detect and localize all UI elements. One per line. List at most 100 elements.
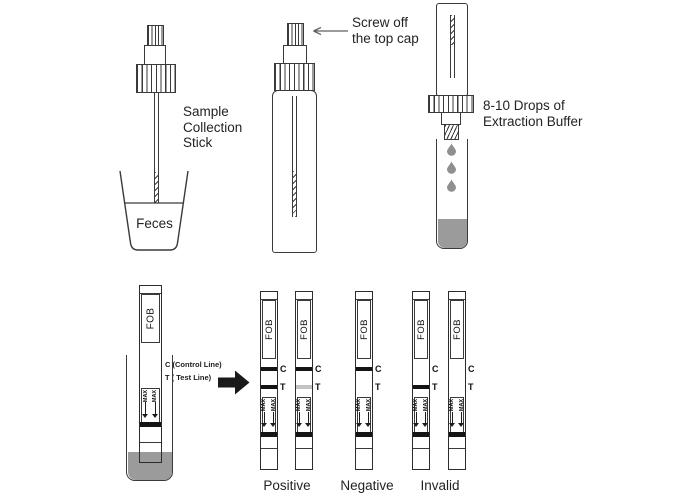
strip-top-cap <box>296 292 312 300</box>
test-line-letter: T <box>315 382 321 392</box>
max-marker: MAX <box>150 389 160 423</box>
test-line-band <box>296 384 312 389</box>
strip-brand-label: FOB <box>145 307 157 329</box>
strip-brand-window: FOB <box>414 299 428 359</box>
drop-icon <box>447 161 456 174</box>
caption-line: Extraction Buffer <box>483 113 583 129</box>
down-arrow-icon <box>141 402 150 417</box>
strip-divider <box>413 447 429 449</box>
max-line-band <box>261 432 277 437</box>
control-line-letter: C <box>280 364 287 374</box>
inverted-stick-shaft <box>450 45 455 78</box>
max-marker: MAX <box>457 399 466 434</box>
buffer-caption: 8-10 Drops of Extraction Buffer <box>483 98 583 129</box>
result-label-invalid: Invalid <box>420 478 460 493</box>
strip-brand-label: FOB <box>358 318 370 340</box>
result-strip-invalid-2: FOB MAX MAX <box>447 291 466 470</box>
dipped-test-strip: FOB MAX MAX <box>139 285 162 463</box>
max-marker: MAX <box>269 398 278 434</box>
test-line-letter: T <box>375 382 381 392</box>
max-marker: MAX <box>141 389 150 423</box>
strip-divider <box>449 447 465 449</box>
strip-top-cap <box>449 292 465 300</box>
down-arrow-icon <box>354 411 364 427</box>
max-fill-window: MAX MAX <box>447 397 466 435</box>
strip-top-cap <box>356 292 372 300</box>
max-fill-window: MAX MAX <box>294 397 313 435</box>
down-arrow-icon <box>269 411 278 427</box>
strip-brand-label: FOB <box>263 318 275 340</box>
max-marker: MAX <box>259 399 269 434</box>
submerged-strip-outline <box>139 452 162 463</box>
test-line-letter: T <box>432 382 438 392</box>
max-fill-window: MAX MAX <box>141 387 160 424</box>
collection-stick-grooved-tip <box>153 172 159 203</box>
max-label: MAX <box>305 398 312 412</box>
max-fill-window: MAX MAX <box>354 397 373 435</box>
down-arrow-icon <box>457 411 466 427</box>
test-line-band <box>413 384 429 389</box>
max-line-band <box>449 432 465 437</box>
max-marker: MAX <box>354 398 364 434</box>
down-arrow-icon <box>294 411 304 427</box>
down-arrow-icon <box>447 411 457 427</box>
max-marker: MAX <box>447 398 457 434</box>
collection-stick-shaft <box>153 93 159 172</box>
strip-brand-window: FOB <box>357 299 371 359</box>
max-marker: MAX <box>421 399 430 434</box>
inverted-tube-cap <box>428 95 474 113</box>
test-line-band <box>261 384 277 389</box>
strip-top-cap <box>140 286 161 294</box>
max-fill-window: MAX MAX <box>259 397 278 435</box>
max-line-band <box>140 422 161 427</box>
down-arrow-icon <box>364 411 373 427</box>
max-marker: MAX <box>411 399 421 434</box>
stick-grip-ridges <box>147 25 164 46</box>
caption-line: Sample <box>183 104 229 119</box>
strip-top-cap <box>261 292 277 300</box>
max-label: MAX <box>365 398 372 412</box>
cup-label: Feces <box>136 216 173 231</box>
control-line-letter: C <box>315 364 322 374</box>
test-line-callout: T ( Test Line) <box>165 372 212 382</box>
feces-cup <box>119 170 189 251</box>
drop-icon <box>447 179 456 192</box>
down-arrow-icon <box>304 411 313 427</box>
control-line-band <box>356 366 372 371</box>
max-label: MAX <box>449 398 456 412</box>
strip-brand-window: FOB <box>297 299 311 359</box>
down-arrow-icon <box>421 411 430 427</box>
control-line-letter: C <box>468 364 475 374</box>
max-line-band <box>296 432 312 437</box>
control-line-band <box>296 366 312 371</box>
result-label-negative: Negative <box>340 478 394 493</box>
buffer-liquid <box>437 218 467 248</box>
result-strip-positive-2: FOB MAX MAX <box>294 291 313 470</box>
dipping-tube <box>126 355 173 481</box>
max-label: MAX <box>152 389 159 402</box>
result-strip-negative: FOB MAX MAX <box>354 291 373 470</box>
strip-brand-window: FOB <box>450 299 464 359</box>
max-label: MAX <box>296 398 303 412</box>
max-marker: MAX <box>364 398 373 434</box>
control-line-letter: C <box>432 364 439 374</box>
screw-cap-caption: Screw off the top cap <box>352 15 419 46</box>
tube-liquid <box>127 452 172 480</box>
tube-cap-neck <box>283 45 307 64</box>
left-arrow-icon <box>313 26 348 36</box>
stick-inside-tube <box>292 96 297 171</box>
max-label: MAX <box>270 398 277 412</box>
strip-divider <box>296 447 312 449</box>
caption-line: Screw off <box>352 15 409 30</box>
down-arrow-icon <box>259 411 269 427</box>
max-label: MAX <box>356 398 363 412</box>
stick-screw-cap <box>136 64 176 93</box>
tube-screw-cap <box>274 63 315 91</box>
strip-divider <box>140 442 161 443</box>
strip-brand-label: FOB <box>298 318 310 340</box>
max-marker: MAX <box>294 398 304 434</box>
strip-brand-window: FOB <box>262 299 276 359</box>
test-line-letter: T <box>468 382 474 392</box>
strip-top-cap <box>413 292 429 300</box>
